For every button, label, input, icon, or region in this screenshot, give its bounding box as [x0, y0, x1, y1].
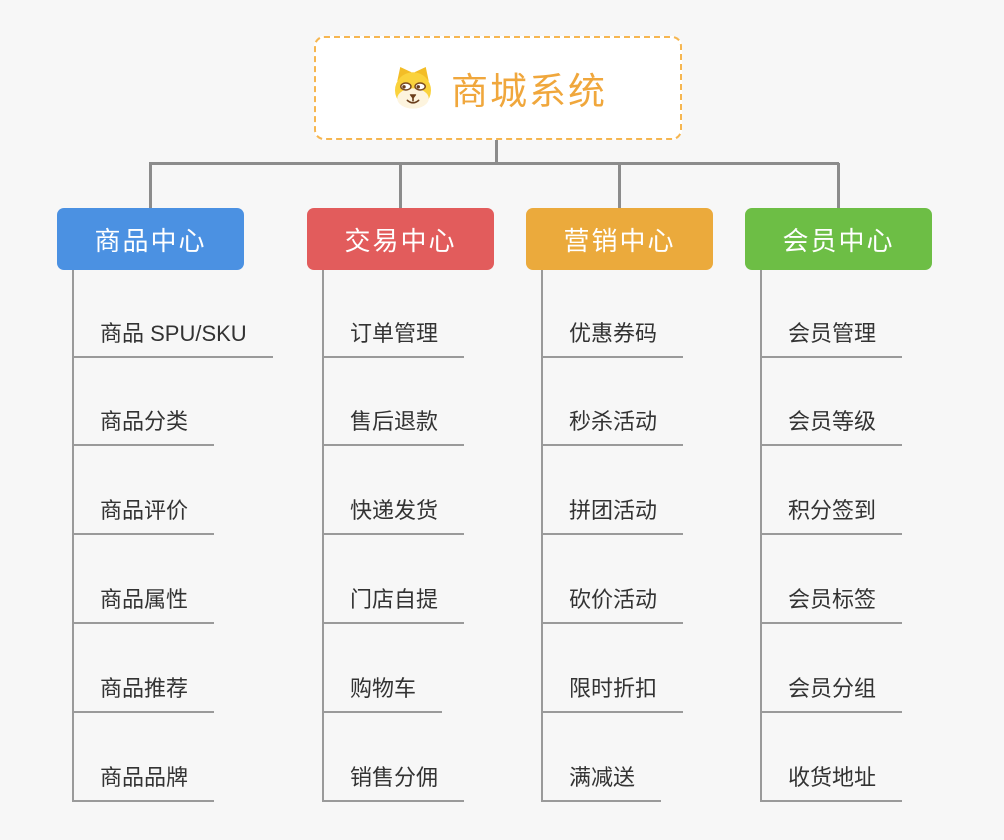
leaf-node[interactable]: 积分签到: [760, 489, 903, 535]
leaf-node[interactable]: 售后退款: [322, 400, 465, 446]
leaf-node[interactable]: 购物车: [322, 667, 443, 713]
leaf-node[interactable]: 限时折扣: [541, 667, 684, 713]
leaf-node[interactable]: 收货地址: [760, 756, 903, 802]
leaf-node[interactable]: 订单管理: [322, 312, 465, 358]
leaf-node[interactable]: 优惠券码: [541, 312, 684, 358]
leaf-node[interactable]: 商品品牌: [72, 756, 215, 802]
branch-spine: [760, 270, 762, 802]
leaf-node[interactable]: 快递发货: [322, 489, 465, 535]
leaf-node[interactable]: 会员标签: [760, 578, 903, 624]
root-node[interactable]: 商城系统: [314, 36, 682, 140]
connector-drop: [837, 163, 840, 208]
branch-trade-center: 交易中心 订单管理 售后退款 快递发货 门店自提 购物车 销售分佣: [307, 0, 567, 840]
leaf-node[interactable]: 秒杀活动: [541, 400, 684, 446]
root-title: 商城系统: [451, 71, 607, 112]
dog-face-icon: [389, 64, 437, 112]
branch-spine: [322, 270, 324, 802]
leaf-node[interactable]: 会员等级: [760, 400, 903, 446]
branch-node-trade-center[interactable]: 交易中心: [307, 208, 494, 270]
branch-marketing-center: 营销中心 优惠券码 秒杀活动 拼团活动 砍价活动 限时折扣 满减送: [526, 0, 786, 840]
branch-node-product-center[interactable]: 商品中心: [57, 208, 244, 270]
leaf-node[interactable]: 砍价活动: [541, 578, 684, 624]
leaf-node[interactable]: 会员分组: [760, 667, 903, 713]
branch-node-marketing-center[interactable]: 营销中心: [526, 208, 713, 270]
branch-member-center: 会员中心 会员管理 会员等级 积分签到 会员标签 会员分组 收货地址: [745, 0, 1004, 840]
leaf-node[interactable]: 商品 SPU/SKU: [72, 312, 273, 358]
connector-drop: [149, 163, 152, 208]
leaf-node[interactable]: 商品评价: [72, 489, 215, 535]
connector-root-drop: [495, 140, 498, 163]
leaf-node[interactable]: 商品分类: [72, 400, 215, 446]
branch-spine: [541, 270, 543, 802]
leaf-node[interactable]: 满减送: [541, 756, 662, 802]
leaf-node[interactable]: 门店自提: [322, 578, 465, 624]
leaf-node[interactable]: 商品属性: [72, 578, 215, 624]
branch-spine: [72, 270, 74, 802]
branch-node-member-center[interactable]: 会员中心: [745, 208, 932, 270]
leaf-node[interactable]: 会员管理: [760, 312, 903, 358]
branch-product-center: 商品中心 商品 SPU/SKU 商品分类 商品评价 商品属性 商品推荐 商品品牌: [57, 0, 317, 840]
connector-drop: [399, 163, 402, 208]
connector-drop: [618, 163, 621, 208]
leaf-node[interactable]: 销售分佣: [322, 756, 465, 802]
leaf-node[interactable]: 拼团活动: [541, 489, 684, 535]
leaf-node[interactable]: 商品推荐: [72, 667, 215, 713]
connector-bus: [149, 162, 839, 165]
